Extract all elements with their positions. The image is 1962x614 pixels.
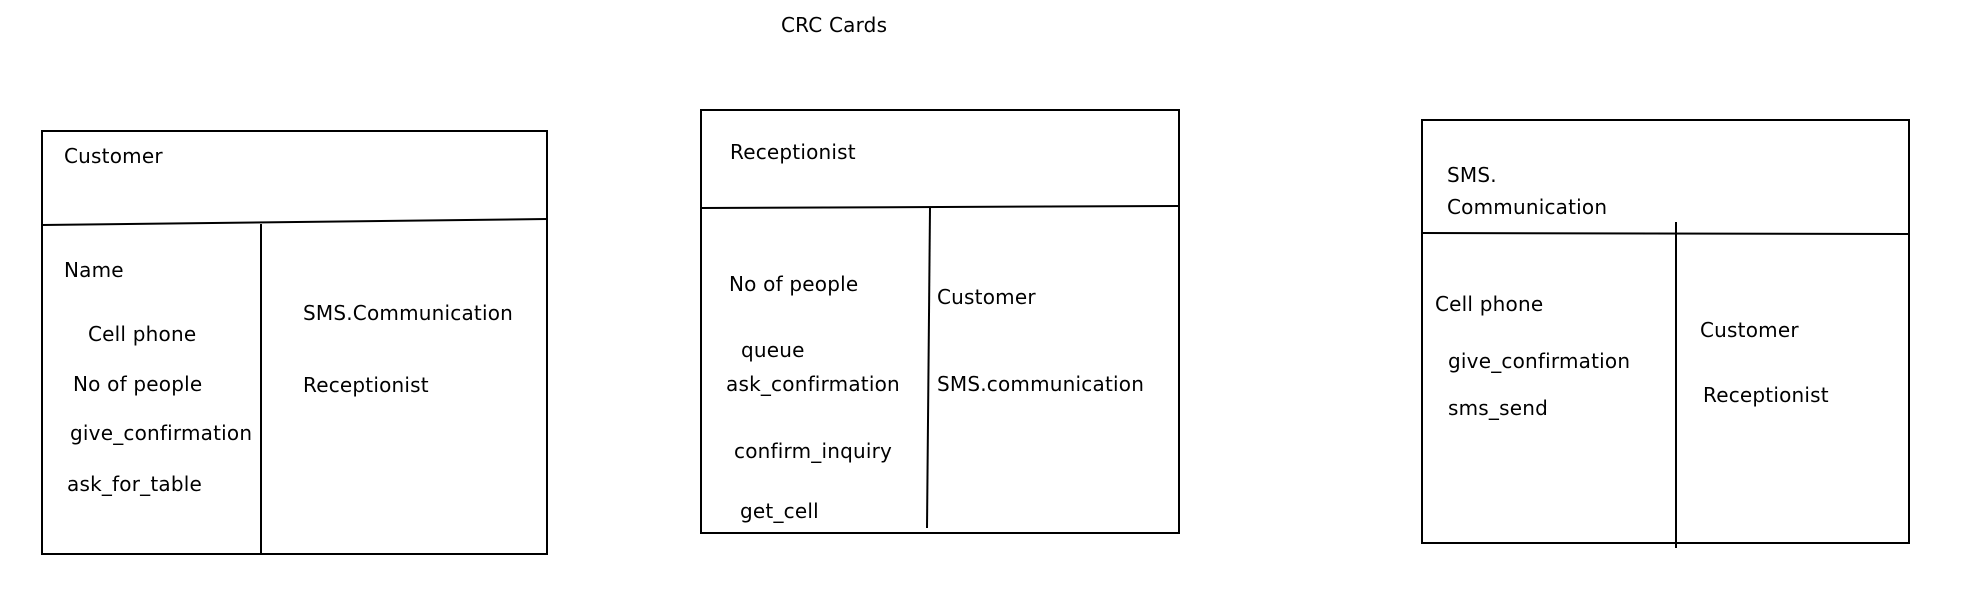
card-customer-responsibility: No of people <box>73 372 203 396</box>
card-customer-collaborator: SMS.Communication <box>303 301 514 325</box>
card-receptionist-class-name: Receptionist <box>730 140 856 164</box>
card-receptionist-responsibility: ask_confirmation <box>726 372 900 396</box>
card-receptionist-border <box>700 109 1180 534</box>
card-customer-responsibility: ask_for_table <box>67 472 203 496</box>
card-customer-header-divider <box>41 218 548 226</box>
card-sms-border <box>1421 119 1910 544</box>
card-receptionist-collaborator: SMS.communication <box>937 372 1145 396</box>
card-receptionist-collaborator: Customer <box>937 285 1036 309</box>
card-customer-responsibility: Cell phone <box>88 322 197 346</box>
card-customer-responsibility: Name <box>64 258 124 282</box>
card-sms-header-divider <box>1421 232 1910 235</box>
card-customer-border <box>41 130 548 555</box>
card-receptionist-column-divider <box>926 207 931 529</box>
card-sms-responsibility: sms_send <box>1448 396 1549 420</box>
card-sms-responsibility: give_confirmation <box>1448 349 1631 373</box>
card-receptionist-header-divider <box>700 205 1180 209</box>
card-sms-class-name: SMS. Communication <box>1447 163 1608 219</box>
card-customer-responsibility: give_confirmation <box>70 421 253 445</box>
card-sms-collaborator: Receptionist <box>1703 383 1829 407</box>
card-receptionist-responsibility: get_cell <box>740 499 819 523</box>
card-receptionist-responsibility: queue <box>741 338 805 362</box>
card-receptionist-responsibility: confirm_inquiry <box>734 439 893 463</box>
card-customer-class-name: Customer <box>64 144 163 168</box>
card-customer-collaborator: Receptionist <box>303 373 429 397</box>
card-sms-collaborator: Customer <box>1700 318 1799 342</box>
diagram-title: CRC Cards <box>781 13 888 37</box>
card-receptionist-responsibility: No of people <box>729 272 859 296</box>
card-sms-responsibility: Cell phone <box>1435 292 1544 316</box>
